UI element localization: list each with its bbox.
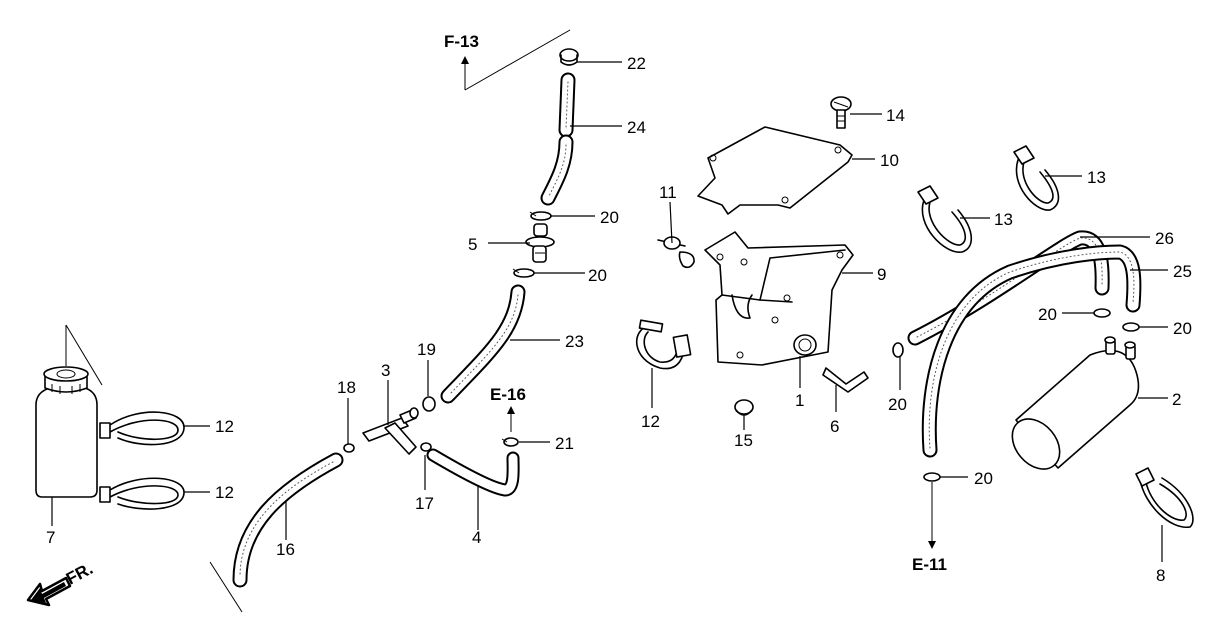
strap-12-middle xyxy=(635,319,692,370)
hose-16 xyxy=(232,452,344,588)
clip-22 xyxy=(559,48,579,66)
clip-20-c xyxy=(892,342,904,358)
part-label-20-b: 20 xyxy=(588,266,607,285)
clip-11 xyxy=(657,236,695,269)
strap-13-lower xyxy=(917,185,973,253)
part-label-22: 22 xyxy=(627,54,646,73)
bolt-14 xyxy=(830,96,852,129)
leader-lines xyxy=(51,61,1168,562)
part-label-20-f: 20 xyxy=(974,469,993,488)
ref-label-e16: E-16 xyxy=(490,385,526,404)
strap-13-upper xyxy=(1013,145,1060,211)
part-label-15: 15 xyxy=(734,431,753,450)
part-label-12-b: 12 xyxy=(215,483,234,502)
hose-23 xyxy=(440,284,526,404)
bracket-9 xyxy=(704,231,854,366)
grommet-15 xyxy=(734,399,754,416)
part-label-18: 18 xyxy=(337,378,356,397)
part-label-3: 3 xyxy=(381,361,390,380)
part-label-2: 2 xyxy=(1172,390,1181,409)
part-label-21: 21 xyxy=(555,434,574,453)
part-label-7: 7 xyxy=(46,528,55,547)
part-label-20-d: 20 xyxy=(1173,319,1192,338)
part-label-20-e: 20 xyxy=(888,395,907,414)
parts xyxy=(35,48,1194,528)
hose-25 xyxy=(921,244,1142,458)
strap-8 xyxy=(1135,467,1194,528)
part-label-5: 5 xyxy=(468,235,477,254)
part-label-20-a: 20 xyxy=(600,208,619,227)
part-labels: F-13 E-16 E-11 22 24 20 5 20 23 3 19 18 … xyxy=(46,32,1192,585)
hose-4 xyxy=(426,448,520,497)
ref-label-f13: F-13 xyxy=(444,32,479,51)
elbow-6 xyxy=(822,367,869,393)
part-label-12-a: 12 xyxy=(215,417,234,436)
part-label-26: 26 xyxy=(1155,229,1174,248)
part-label-6: 6 xyxy=(830,417,839,436)
canister-2 xyxy=(1011,336,1140,470)
clip-21 xyxy=(501,437,519,447)
reference-lines xyxy=(65,29,936,613)
part-label-11: 11 xyxy=(659,183,677,202)
part-label-14: 14 xyxy=(886,106,905,125)
part-label-8: 8 xyxy=(1156,566,1165,585)
part-label-23: 23 xyxy=(565,332,584,351)
clip-18 xyxy=(343,443,355,453)
part-label-24: 24 xyxy=(627,118,646,137)
part-label-16: 16 xyxy=(276,540,295,559)
bottle-7 xyxy=(35,366,98,498)
ref-label-e11: E-11 xyxy=(912,555,947,574)
hose-24 xyxy=(540,72,576,206)
clip-20-f xyxy=(923,472,941,482)
part-label-1: 1 xyxy=(795,391,804,410)
strap-12-upper xyxy=(99,411,185,446)
grommet-1 xyxy=(793,334,817,356)
clip-19 xyxy=(422,396,436,412)
part-label-17: 17 xyxy=(415,494,434,513)
clip-20-d xyxy=(1093,308,1111,318)
part-label-25: 25 xyxy=(1173,262,1192,281)
cover-plate-10 xyxy=(697,126,853,215)
part-label-12-c: 12 xyxy=(641,412,660,431)
t-joint-3 xyxy=(362,407,419,455)
clip-20-e xyxy=(1122,322,1140,332)
part-label-13-a: 13 xyxy=(1087,168,1106,187)
part-label-13-b: 13 xyxy=(994,210,1013,229)
clip-20-b xyxy=(512,268,535,278)
strap-12-lower xyxy=(99,477,185,510)
part-label-20-c: 20 xyxy=(1038,305,1057,324)
part-label-4: 4 xyxy=(472,528,481,547)
part-label-10: 10 xyxy=(880,151,899,170)
hoses xyxy=(232,72,1142,588)
valve-5 xyxy=(525,223,555,263)
clip-20-a xyxy=(529,211,552,221)
clip-17 xyxy=(420,442,432,452)
part-label-9: 9 xyxy=(877,265,886,284)
direction-arrow: FR. xyxy=(26,559,96,607)
part-label-19: 19 xyxy=(417,340,436,359)
